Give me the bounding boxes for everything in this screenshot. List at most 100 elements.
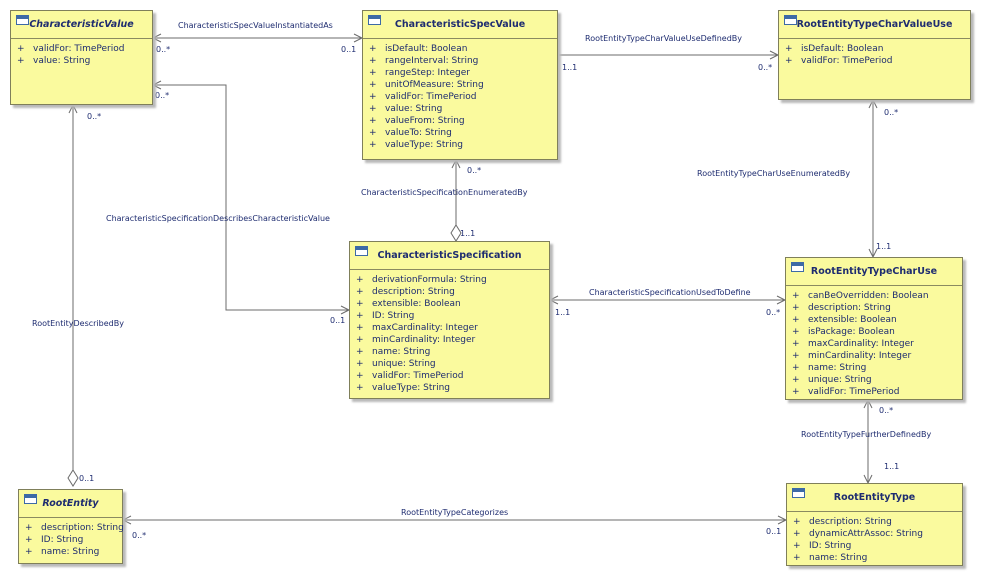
class-attribute: validFor: TimePeriod (363, 91, 557, 103)
arrowhead-open (863, 398, 873, 409)
class-name: CharacteristicValue (29, 19, 134, 30)
multiplicity-label: 0..* (758, 63, 773, 72)
class-attribute: name: String (350, 346, 549, 358)
arrowhead-open (68, 103, 78, 114)
multiplicity-label: 0..1 (341, 45, 357, 54)
multiplicity-label: 0..* (132, 531, 147, 540)
aggregation-diamond (67, 469, 79, 487)
class-attribute: validFor: TimePeriod (350, 370, 549, 382)
class-root-entity-type-char-use[interactable]: RootEntityTypeCharUse canBeOverridden: B… (785, 257, 963, 400)
multiplicity-label: 0..* (467, 166, 482, 175)
class-attribute: rangeInterval: String (363, 55, 557, 67)
class-characteristic-value[interactable]: CharacteristicValue validFor: TimePeriod… (10, 10, 153, 105)
class-name: RootEntityTypeCharValueUse (796, 19, 953, 30)
class-attribute: isPackage: Boolean (786, 326, 962, 338)
class-attribute: description: String (350, 286, 549, 298)
assoc-name-spec-enumerated-by: CharacteristicSpecificationEnumeratedBy (361, 188, 528, 197)
multiplicity-label: 0..* (155, 91, 170, 100)
class-attribute: name: String (787, 552, 962, 564)
multiplicity-label: 0..* (87, 112, 102, 121)
class-name: RootEntity (42, 498, 99, 509)
class-attribute: isDefault: Boolean (779, 43, 970, 55)
multiplicity-label: 1..1 (876, 242, 892, 251)
class-icon (792, 488, 805, 498)
class-characteristic-spec-value[interactable]: CharacteristicSpecValue isDefault: Boole… (362, 10, 558, 160)
attribute-list: validFor: TimePeriodvalue: String (11, 43, 152, 67)
attribute-list: derivationFormula: Stringdescription: St… (350, 274, 549, 394)
class-attribute: unique: String (786, 374, 962, 386)
assoc-name-type-further-defined-by: RootEntityTypeFurtherDefinedBy (801, 430, 932, 439)
arrowhead-open (151, 80, 162, 90)
assoc-name-spec-used-to-define: CharacteristicSpecificationUsedToDefine (589, 288, 751, 297)
multiplicity-label: 0..* (879, 406, 894, 415)
class-root-entity-type-char-value-use[interactable]: RootEntityTypeCharValueUse isDefault: Bo… (778, 10, 971, 100)
class-attribute: unique: String (350, 358, 549, 370)
class-name: CharacteristicSpecification (377, 250, 522, 261)
attribute-list: isDefault: BooleanvalidFor: TimePeriod (779, 43, 970, 67)
assoc-name-char-use-enumerated-by: RootEntityTypeCharUseEnumeratedBy (697, 169, 851, 178)
class-icon (24, 494, 37, 504)
arrowhead-open (151, 33, 162, 43)
class-attribute: description: String (19, 522, 124, 534)
class-attribute: rangeStep: Integer (363, 67, 557, 79)
class-attribute: valueTo: String (363, 127, 557, 139)
class-attribute: name: String (19, 546, 122, 558)
class-root-entity-type[interactable]: RootEntityType description: Stringdynami… (786, 483, 963, 566)
multiplicity-label: 0..* (156, 45, 171, 54)
attribute-list: isDefault: BooleanrangeInterval: Stringr… (363, 43, 557, 151)
class-attribute: description: String (787, 516, 962, 528)
assoc-name-spec-describes-value: CharacteristicSpecificationDescribesChar… (106, 214, 330, 223)
assoc-line-spec-describes-value[interactable] (153, 84, 349, 311)
class-icon (16, 15, 29, 25)
class-attribute: extensible: Boolean (350, 298, 549, 310)
class-attribute: minCardinality: Integer (350, 334, 549, 346)
class-icon (784, 15, 797, 25)
multiplicity-label: 1..1 (884, 462, 900, 471)
class-attribute: maxCardinality: Integer (786, 338, 962, 350)
class-attribute: isDefault: Boolean (363, 43, 557, 55)
class-name: RootEntityTypeCharUse (810, 266, 938, 277)
arrowhead-open (121, 515, 132, 525)
multiplicity-label: 0..1 (766, 527, 782, 536)
class-attribute: value: String (363, 103, 557, 115)
class-icon (791, 262, 804, 272)
class-attribute: valueType: String (350, 382, 549, 394)
class-icon (368, 15, 381, 25)
class-attribute: valueFrom: String (363, 115, 557, 127)
assoc-name-type-categorizes: RootEntityTypeCategorizes (401, 508, 509, 517)
class-name: RootEntityType (833, 492, 916, 503)
arrowhead-open (451, 158, 461, 169)
multiplicity-label: 0..* (766, 308, 781, 317)
attribute-list: description: StringID: Stringname: Strin… (19, 522, 124, 558)
assoc-name-char-value-use-defined-by: RootEntityTypeCharValueUseDefinedBy (585, 34, 743, 43)
class-icon (355, 246, 368, 256)
class-attribute: validFor: TimePeriod (786, 386, 962, 398)
class-attribute: ID: String (19, 534, 122, 546)
class-attribute: derivationFormula: String (350, 274, 549, 286)
class-root-entity[interactable]: RootEntity description: StringID: String… (18, 489, 124, 564)
multiplicity-label: 1..1 (555, 308, 571, 317)
class-characteristic-specification[interactable]: CharacteristicSpecification derivationFo… (349, 241, 550, 399)
arrowhead-open (868, 98, 878, 109)
multiplicity-label: 0..1 (330, 316, 346, 325)
class-attribute: valueType: String (363, 139, 557, 151)
arrowhead-open (548, 295, 559, 305)
class-attribute: dynamicAttrAssoc: String (787, 528, 962, 540)
multiplicity-label: 1..1 (460, 229, 476, 238)
class-attribute: unitOfMeasure: String (363, 79, 557, 91)
class-attribute: extensible: Boolean (786, 314, 962, 326)
class-attribute: canBeOverridden: Boolean (786, 290, 962, 302)
class-attribute: ID: String (787, 540, 962, 552)
class-attribute: ID: String (350, 310, 549, 322)
attribute-list: canBeOverridden: Booleandescription: Str… (786, 290, 962, 398)
class-attribute: description: String (786, 302, 962, 314)
class-attribute: maxCardinality: Integer (350, 322, 549, 334)
class-name: CharacteristicSpecValue (394, 19, 526, 30)
class-attribute: validFor: TimePeriod (11, 43, 152, 55)
multiplicity-label: 0..* (884, 108, 899, 117)
multiplicity-label: 1..1 (562, 63, 578, 72)
class-attribute: value: String (11, 55, 152, 67)
assoc-name-root-entity-described-by: RootEntityDescribedBy (32, 319, 124, 328)
class-attribute: validFor: TimePeriod (779, 55, 970, 67)
